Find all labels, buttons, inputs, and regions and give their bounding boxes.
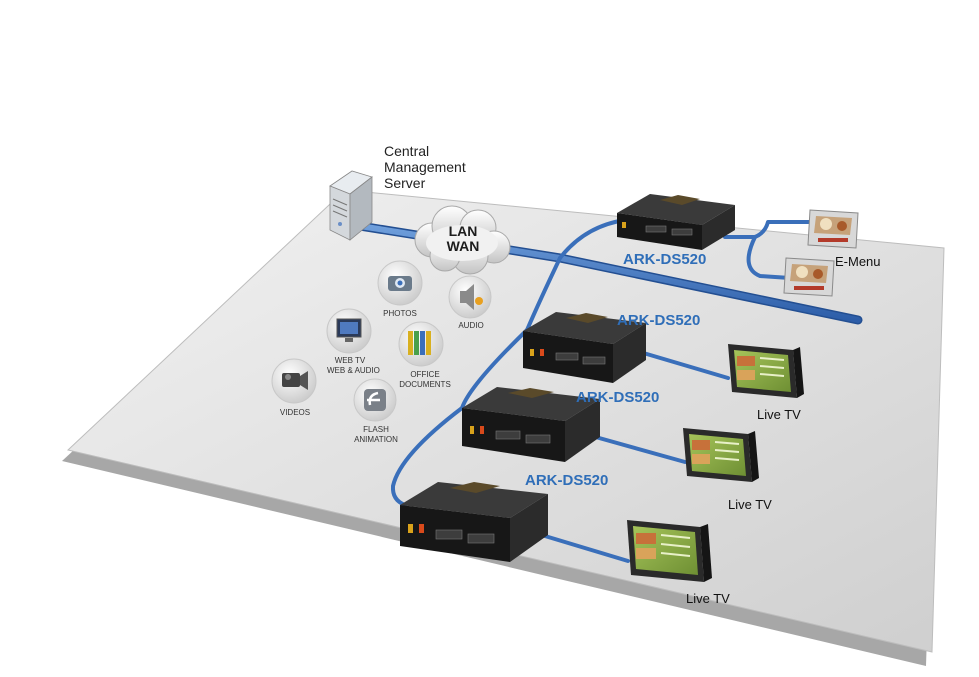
flash-animation-label: FLASH ANIMATION bbox=[353, 425, 399, 445]
live-tv-label-1: Live TV bbox=[757, 407, 801, 422]
ark-ds520-device-4[interactable] bbox=[400, 482, 548, 562]
cloud-label-lan: LAN bbox=[448, 223, 478, 239]
web-tv-label: WEB TV WEB & AUDIO bbox=[327, 356, 380, 376]
device-label-2: ARK-DS520 bbox=[617, 312, 701, 329]
live-tv-display-3[interactable] bbox=[627, 520, 712, 582]
videos-label: VIDEOS bbox=[279, 408, 311, 417]
flash-label-line-2: ANIMATION bbox=[354, 435, 398, 444]
web-tv-label-line-2: WEB & AUDIO bbox=[327, 366, 380, 375]
e-menu-display-1[interactable] bbox=[807, 209, 859, 249]
office-documents-label: OFFICE DOCUMENTS bbox=[396, 370, 454, 390]
web-tv-label-line-1: WEB TV bbox=[334, 356, 366, 365]
server-label-line-1: Central bbox=[384, 143, 430, 159]
audio-label: AUDIO bbox=[458, 321, 484, 330]
photos-icon[interactable] bbox=[377, 260, 423, 306]
ark-ds520-device-1[interactable] bbox=[617, 194, 735, 250]
live-tv-display-1[interactable] bbox=[728, 344, 804, 398]
web-tv-icon[interactable] bbox=[326, 308, 372, 354]
e-menu-label: E-Menu bbox=[835, 254, 881, 269]
office-label-line-1: OFFICE bbox=[410, 370, 440, 379]
live-tv-label-3: Live TV bbox=[686, 591, 730, 606]
office-documents-icon[interactable] bbox=[398, 321, 444, 367]
branch-cables bbox=[390, 218, 814, 563]
e-menu-display-2[interactable] bbox=[783, 257, 835, 297]
server-label: Central Management Server bbox=[384, 143, 466, 191]
ark-ds520-device-2[interactable] bbox=[523, 312, 646, 383]
cloud-label-wan: WAN bbox=[446, 238, 480, 254]
live-tv-display-2[interactable] bbox=[683, 428, 759, 482]
live-tv-label-2: Live TV bbox=[728, 497, 772, 512]
server-label-line-3: Server bbox=[384, 175, 426, 191]
ark-ds520-device-3[interactable] bbox=[462, 387, 600, 462]
audio-icon[interactable] bbox=[448, 275, 492, 319]
cloud-label: LAN WAN bbox=[437, 224, 489, 254]
lan-wan-cloud-icon[interactable] bbox=[414, 205, 511, 275]
device-label-1: ARK-DS520 bbox=[623, 251, 707, 268]
server-tower-icon[interactable] bbox=[329, 170, 373, 241]
flash-animation-icon[interactable] bbox=[353, 378, 397, 422]
device-label-3: ARK-DS520 bbox=[576, 389, 660, 406]
device-label-4: ARK-DS520 bbox=[525, 472, 609, 489]
office-label-line-2: DOCUMENTS bbox=[399, 380, 451, 389]
flash-label-line-1: FLASH bbox=[363, 425, 389, 434]
videos-icon[interactable] bbox=[271, 358, 317, 404]
photos-label: PHOTOS bbox=[383, 309, 417, 318]
server-label-line-2: Management bbox=[384, 159, 466, 175]
